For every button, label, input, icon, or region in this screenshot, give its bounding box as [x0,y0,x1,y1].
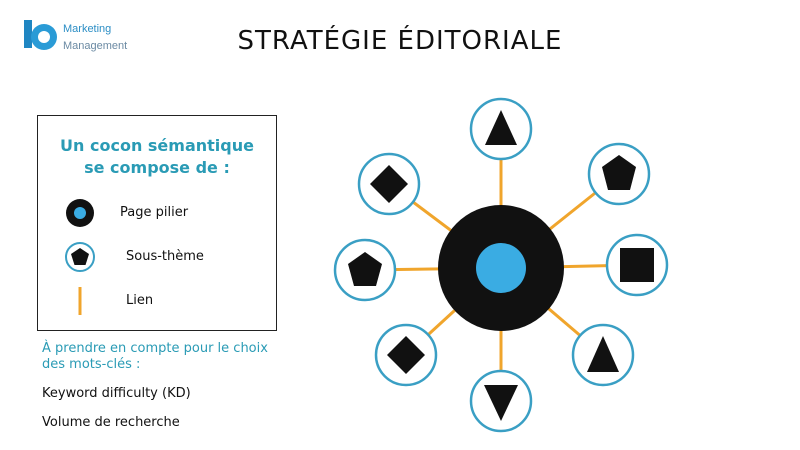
brand-logo-icon [24,20,57,50]
subtopic-node [605,233,669,297]
legend-label-pillar: Page pilier [120,205,189,220]
semantic-cocoon-diagram [333,97,669,433]
link-line-icon [78,287,82,315]
subtopic-node [333,238,397,302]
pillar-node-icon [66,199,94,227]
inverted-triangle-icon [484,385,518,421]
square-icon [620,248,654,282]
legend-label-subtopic: Sous-thème [126,249,204,264]
criteria-item-kd: Keyword difficulty (KD) [42,386,191,401]
legend-box: Un cocon sémantique se compose de : Page… [37,115,277,331]
pentagon-icon [602,155,636,190]
legend-label-link: Lien [126,293,154,308]
legend-heading-line-2: se compose de : [84,158,230,177]
brand-logo[interactable]: Marketing Management [22,18,162,58]
brand-line-1: Marketing [63,23,112,35]
brand-line-2: Management [63,40,128,52]
subtopic-node [374,323,438,387]
legend-heading-line-1: Un cocon sémantique [60,136,254,155]
subtopic-node-icon [65,242,95,272]
criteria-item-volume: Volume de recherche [42,415,180,430]
legend-item-pillar: Page pilier [38,198,276,228]
legend-heading: Un cocon sémantique se compose de : [38,135,276,179]
brand-logo-text: Marketing Management [63,21,127,55]
legend-item-link: Lien [38,286,276,316]
subtopic-node [469,97,533,161]
subtopic-node [357,152,421,216]
subtopic-node [469,369,533,433]
pillar-page-node [438,205,564,331]
triangle-icon [587,336,619,372]
subtopic-node [571,323,635,387]
subtopic-node [587,142,651,206]
criteria-heading: À prendre en compte pour le choix des mo… [42,341,268,372]
legend-item-subtopic: Sous-thème [38,242,276,272]
page-title: STRATÉGIE ÉDITORIALE [237,26,563,56]
pillar-inner-circle [476,243,526,293]
triangle-icon [485,110,517,145]
pentagon-icon [348,252,382,286]
diamond-icon [370,165,408,203]
diamond-icon [387,336,425,374]
